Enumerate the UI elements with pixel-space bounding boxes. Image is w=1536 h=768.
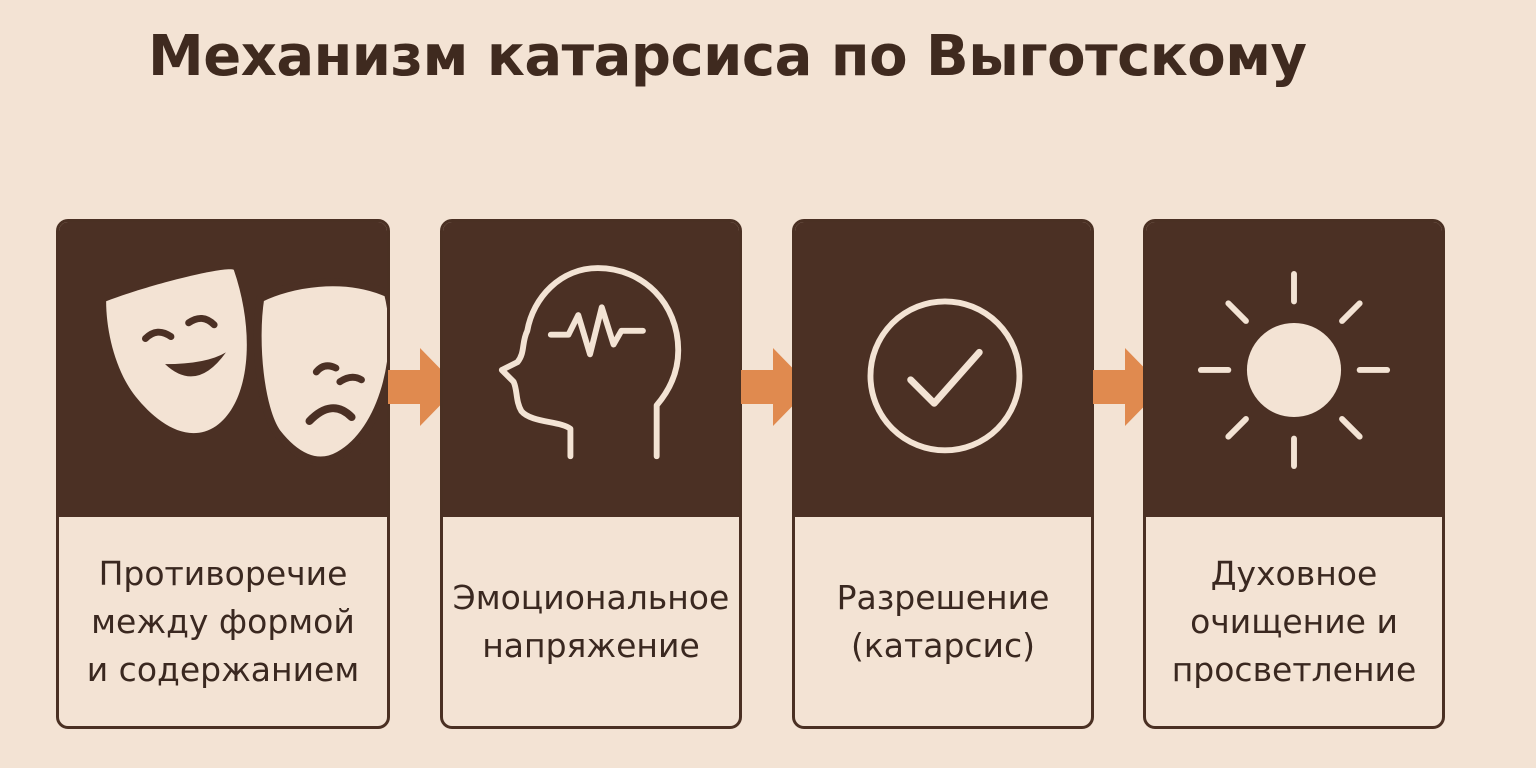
step-card-enlightenment: Духовное очищение и просветление <box>1143 219 1445 729</box>
step-card-tension: Эмоциональное напряжение <box>440 219 742 729</box>
step-icon-panel <box>1146 222 1442 517</box>
arrow-right-icon <box>741 348 811 426</box>
step-label: Разрешение (катарсис) <box>836 577 1050 665</box>
check-circle-icon <box>867 298 1023 454</box>
sun-icon <box>1197 270 1391 469</box>
step-icon-panel <box>443 222 739 517</box>
theater-masks-icon <box>106 269 387 465</box>
step-icon-panel <box>59 222 387 517</box>
step-icon-panel <box>795 222 1091 517</box>
head-pulse-icon <box>498 265 682 460</box>
step-label: Эмоциональное напряжение <box>452 577 730 665</box>
step-card-resolution: Разрешение (катарсис) <box>792 219 1094 729</box>
arrow-right-icon <box>388 348 458 426</box>
step-card-contradiction: Противоречие между формой и содержанием <box>56 219 390 729</box>
step-label: Духовное очищение и просветление <box>1171 553 1417 689</box>
arrow-right-icon <box>1093 348 1163 426</box>
page-title: Механизм катарсиса по Выготскому <box>148 24 1307 89</box>
step-label: Противоречие между формой и содержанием <box>86 553 360 689</box>
